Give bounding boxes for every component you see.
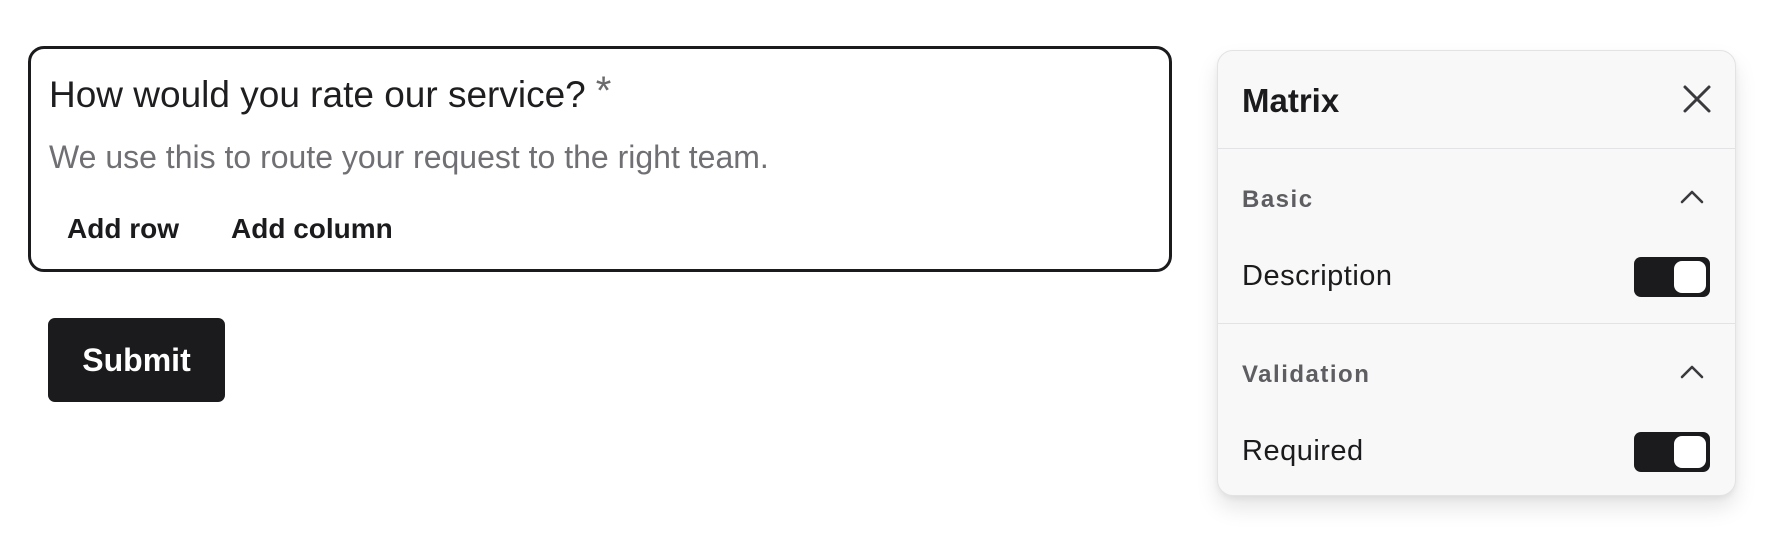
chevron-up-icon	[1680, 190, 1704, 204]
matrix-actions: Add row Add column	[49, 207, 411, 251]
panel-header: Matrix	[1218, 51, 1735, 149]
question-title: How would you rate our service?	[49, 74, 586, 115]
question-description: We use this to route your request to the…	[49, 139, 769, 175]
toggle-knob	[1674, 436, 1706, 468]
section-basic: Basic Description	[1218, 149, 1735, 324]
toggle-knob	[1674, 261, 1706, 293]
submit-button[interactable]: Submit	[48, 318, 225, 402]
question-title-row: How would you rate our service? *	[49, 69, 612, 117]
section-basic-label: Basic	[1242, 186, 1314, 213]
section-basic-header[interactable]: Basic	[1218, 149, 1735, 247]
description-toggle[interactable]	[1634, 257, 1710, 297]
section-validation-header[interactable]: Validation	[1218, 324, 1735, 422]
description-setting-label: Description	[1242, 260, 1393, 292]
required-toggle[interactable]	[1634, 432, 1710, 472]
add-column-button[interactable]: Add column	[213, 207, 411, 251]
section-validation-label: Validation	[1242, 361, 1371, 388]
required-setting-label: Required	[1242, 435, 1364, 467]
section-validation: Validation Required	[1218, 324, 1735, 495]
matrix-question-card[interactable]: How would you rate our service? * We use…	[28, 46, 1172, 272]
chevron-up-icon	[1680, 365, 1704, 379]
panel-title: Matrix	[1242, 82, 1340, 119]
required-asterisk: *	[595, 69, 612, 113]
add-row-button[interactable]: Add row	[49, 207, 197, 251]
close-icon[interactable]	[1679, 81, 1715, 117]
properties-panel: Matrix Basic Description Validation	[1217, 50, 1736, 496]
